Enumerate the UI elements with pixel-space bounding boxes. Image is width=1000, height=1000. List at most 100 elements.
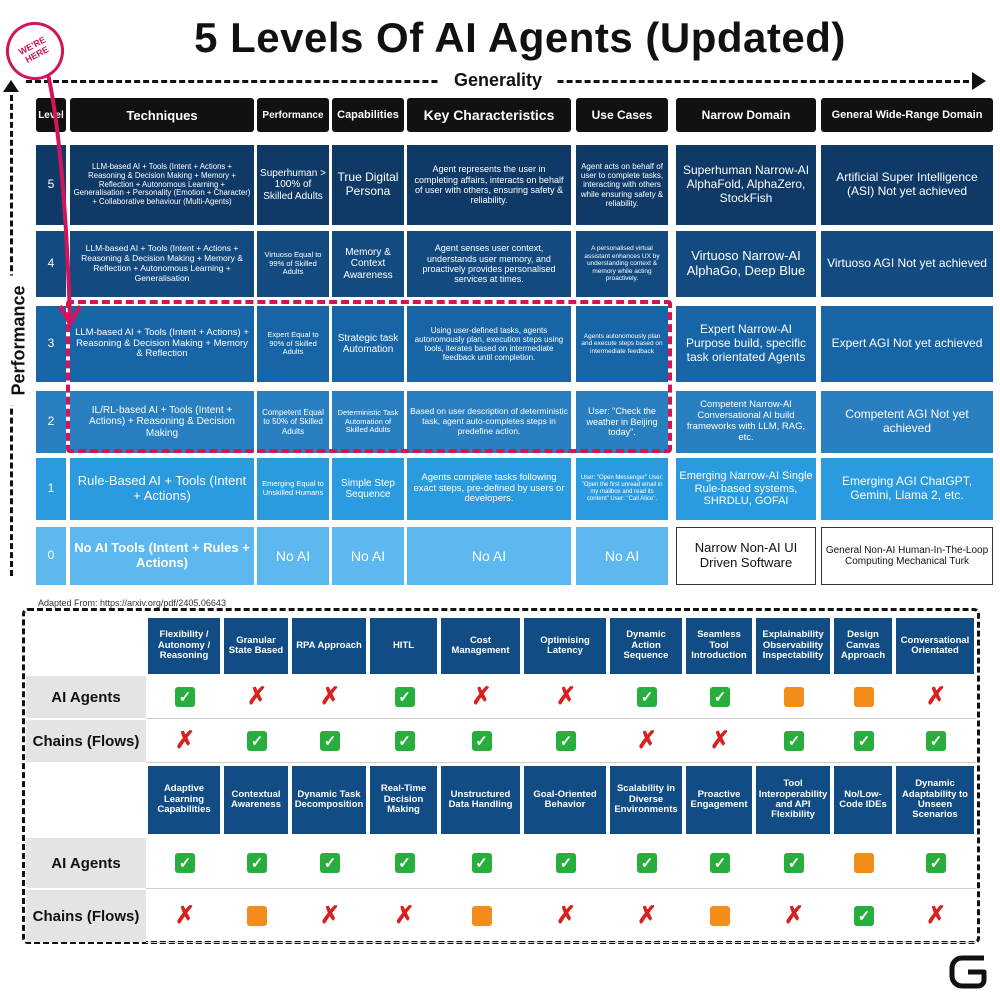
- block2-header-9: No/Low-Code IDEs: [834, 766, 892, 834]
- check-icon: ✓: [394, 687, 415, 707]
- check-icon: ✓: [394, 731, 415, 751]
- block1-chains-8-mark: ✓: [756, 720, 832, 762]
- cross-icon: ✗: [925, 902, 947, 929]
- level-2-use: User: "Check the weather in Beijing toda…: [576, 391, 668, 453]
- cross-icon: ✗: [925, 683, 947, 710]
- header-use-cases: Use Cases: [576, 98, 668, 132]
- block1-chains-4-mark: ✓: [441, 720, 522, 762]
- block1-header-9: Design Canvas Approach: [834, 618, 892, 674]
- level-4-performance: Virtuoso Equal to 99% of Skilled Adults: [257, 231, 329, 297]
- block2-chains-3-mark: ✗: [370, 890, 439, 942]
- level-3-performance: Expert Equal to 90% of Skilled Adults: [257, 306, 329, 382]
- header-performance: Performance: [257, 98, 329, 132]
- level-2-techniques: IL/RL-based AI + Tools (Intent + Actions…: [70, 391, 254, 453]
- check-icon: ✓: [247, 731, 267, 751]
- row-divider: [146, 942, 976, 943]
- level-3-use: Agents autonomously plan and execute ste…: [576, 306, 668, 382]
- cross-icon: ✗: [636, 727, 658, 754]
- block2-chains-10-mark: ✗: [896, 890, 976, 942]
- block1-agents-9-mark: [834, 676, 894, 718]
- level-3-general: Expert AGI Not yet achieved: [821, 306, 993, 382]
- block2-row-label-agents: AI Agents: [26, 838, 146, 888]
- cross-icon: ✗: [783, 902, 805, 929]
- check-icon: ✓: [784, 731, 804, 751]
- check-icon: ✓: [784, 853, 804, 873]
- cross-icon: ✗: [471, 683, 492, 710]
- block2-chains-7-mark: [686, 890, 754, 942]
- level-4-use: A personalised virtual assistant enhance…: [576, 231, 668, 297]
- block1-header-3: HITL: [370, 618, 437, 674]
- cross-icon: ✗: [636, 902, 658, 929]
- cross-icon: ✗: [394, 902, 415, 929]
- block2-chains-2-mark: ✗: [292, 890, 368, 942]
- page-title: 5 Levels Of AI Agents (Updated): [194, 14, 846, 61]
- block1-agents-8-mark: [756, 676, 832, 718]
- cross-icon: ✗: [555, 683, 577, 710]
- level-4-general: Virtuoso AGI Not yet achieved: [821, 231, 993, 297]
- check-icon: ✓: [175, 853, 195, 873]
- block1-header-7: Seamless Tool Introduction: [686, 618, 752, 674]
- cross-icon: ✗: [319, 902, 341, 929]
- block1-header-1: Granular State Based: [224, 618, 288, 674]
- block1-agents-2-mark: ✗: [292, 676, 368, 718]
- header-techniques: Techniques: [70, 98, 254, 132]
- block1-chains-1-mark: ✓: [224, 720, 290, 762]
- block2-agents-1-mark: ✓: [224, 838, 290, 888]
- level-3-capabilities: Strategic task Automation: [332, 306, 404, 382]
- block1-chains-2-mark: ✓: [292, 720, 368, 762]
- level-5-use: Agent acts on behalf of user to complete…: [576, 145, 668, 225]
- generality-arrow-icon: [972, 72, 986, 90]
- check-icon: ✓: [394, 853, 415, 873]
- cross-icon: ✗: [709, 727, 731, 754]
- block1-agents-6-mark: ✓: [610, 676, 684, 718]
- level-2-narrow: Competent Narrow-AI Conversational AI bu…: [676, 391, 816, 453]
- block2-chains-6-mark: ✗: [610, 890, 684, 942]
- level-4-key: Agent senses user context, understands u…: [407, 231, 571, 297]
- block2-agents-5-mark: ✓: [524, 838, 608, 888]
- header-capabilities: Capabilities: [332, 98, 404, 132]
- level-4-level: 4: [36, 231, 66, 297]
- block2-header-4: Unstructured Data Handling: [441, 766, 520, 834]
- block2-agents-4-mark: ✓: [441, 838, 522, 888]
- block2-header-1: Contextual Awareness: [224, 766, 288, 834]
- level-1-level: 1: [36, 458, 66, 520]
- block2-row-label-chains: Chains (Flows): [26, 890, 146, 942]
- check-icon: ✓: [175, 687, 195, 707]
- block2-header-2: Dynamic Task Decomposition: [292, 766, 366, 834]
- level-1-general: Emerging AGI ChatGPT, Gemini, Llama 2, e…: [821, 458, 993, 520]
- check-icon: ✓: [471, 731, 492, 751]
- block2-chains-5-mark: ✗: [524, 890, 608, 942]
- check-icon: ✓: [710, 853, 730, 873]
- block1-chains-9-mark: ✓: [834, 720, 894, 762]
- block2-chains-0-mark: ✗: [148, 890, 222, 942]
- level-0-level: 0: [36, 527, 66, 585]
- check-icon: ✓: [637, 687, 657, 707]
- block1-agents-7-mark: ✓: [686, 676, 754, 718]
- level-1-capabilities: Simple Step Sequence: [332, 458, 404, 520]
- block2-agents-9-mark: [834, 838, 894, 888]
- level-3-narrow: Expert Narrow-AI Purpose build, specific…: [676, 306, 816, 382]
- check-icon: ✓: [320, 853, 340, 873]
- level-4-capabilities: Memory & Context Awareness: [332, 231, 404, 297]
- block1-header-4: Cost Management: [441, 618, 520, 674]
- block2-agents-2-mark: ✓: [292, 838, 368, 888]
- check-icon: ✓: [637, 853, 657, 873]
- block1-header-5: Optimising Latency: [524, 618, 606, 674]
- block2-header-6: Scalability in Diverse Environments: [610, 766, 682, 834]
- level-3-techniques: LLM-based AI + Tools (Intent + Actions) …: [70, 306, 254, 382]
- partial-icon: [471, 906, 492, 926]
- block1-header-0: Flexibility / Autonomy / Reasoning: [148, 618, 220, 674]
- level-0-general: General Non-AI Human-In-The-Loop Computi…: [821, 527, 993, 585]
- brand-logo-icon: [949, 955, 987, 989]
- level-5-general: Artificial Super Intelligence (ASI) Not …: [821, 145, 993, 225]
- level-0-narrow: Narrow Non-AI UI Driven Software: [676, 527, 816, 585]
- header-general-domain: General Wide-Range Domain: [821, 98, 993, 132]
- block2-agents-7-mark: ✓: [686, 838, 754, 888]
- level-1-performance: Emerging Equal to Unskilled Humans: [257, 458, 329, 520]
- level-5-capabilities: True Digital Persona: [332, 145, 404, 225]
- block2-chains-9-mark: ✓: [834, 890, 894, 942]
- block1-agents-3-mark: ✓: [370, 676, 439, 718]
- level-1-techniques: Rule-Based AI + Tools (Intent + Actions): [70, 458, 254, 520]
- check-icon: ✓: [247, 853, 267, 873]
- check-icon: ✓: [854, 731, 874, 751]
